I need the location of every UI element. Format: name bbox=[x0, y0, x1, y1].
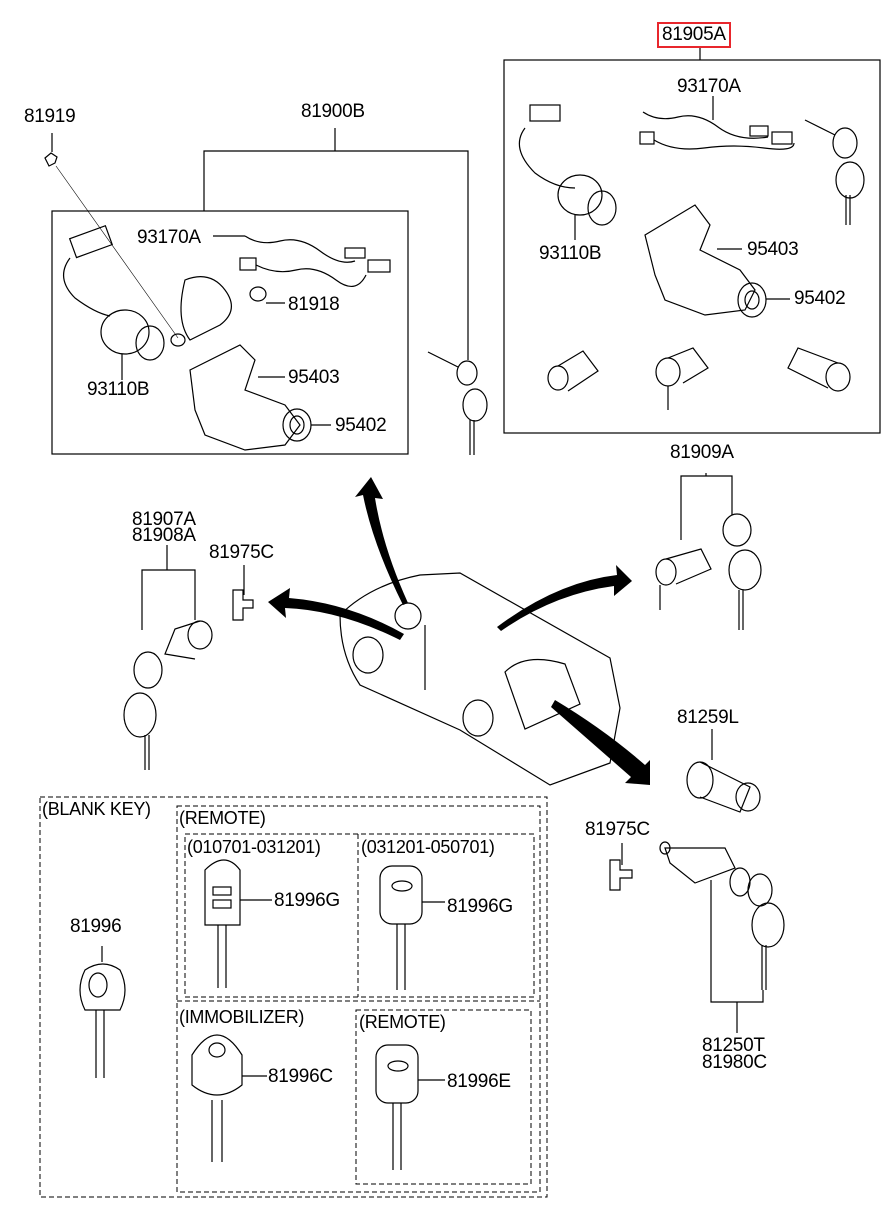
ignition-switch-93110B-icon-a bbox=[518, 104, 617, 240]
remote-key-81996E-icon bbox=[375, 1044, 445, 1170]
part-label-81975C-right[interactable]: 81975C bbox=[585, 819, 650, 840]
part-label-81909A[interactable]: 81909A bbox=[670, 442, 734, 463]
part-label-81980C[interactable]: 81980C bbox=[702, 1052, 767, 1073]
part-label-81259L[interactable]: 81259L bbox=[677, 707, 739, 728]
section-label-immobilizer: (IMMOBILIZER) bbox=[179, 1007, 305, 1027]
bracket-81918-icon bbox=[170, 276, 285, 347]
cap-81259L-icon bbox=[686, 729, 761, 813]
lock-81909A-icon bbox=[655, 473, 762, 630]
arrow-to-ignition-icon bbox=[355, 477, 408, 605]
part-label-81996G-2[interactable]: 81996G bbox=[447, 896, 513, 917]
wire-harness-93170A-icon-a bbox=[639, 96, 795, 150]
part-label-93170A-b[interactable]: 93170A bbox=[137, 227, 201, 248]
part-label-95403-a[interactable]: 95403 bbox=[747, 239, 799, 260]
section-label-period-1: (010701-031201) bbox=[187, 837, 321, 857]
remote-key-81996G-1-icon bbox=[204, 859, 272, 988]
ignition-switch-93110B-icon bbox=[63, 224, 165, 380]
arrow-to-door-lock-icon bbox=[268, 588, 404, 640]
part-label-81996C[interactable]: 81996C bbox=[268, 1066, 333, 1087]
section-label-remote-2: (REMOTE) bbox=[359, 1012, 446, 1032]
lock-body-95403-icon-a bbox=[644, 204, 790, 318]
arrow-to-81909A-icon bbox=[497, 565, 632, 631]
remote-key-81996G-2-icon bbox=[379, 865, 445, 990]
arrow-to-tailgate-lock-icon bbox=[551, 700, 650, 785]
clip-81975C-icon bbox=[232, 565, 254, 621]
part-label-81919[interactable]: 81919 bbox=[24, 106, 76, 127]
part-label-93110B-a[interactable]: 93110B bbox=[539, 243, 602, 264]
van-illustration bbox=[339, 572, 621, 786]
tailgate-lock-81250T-icon bbox=[659, 841, 785, 1033]
part-label-81908A[interactable]: 81908A bbox=[132, 525, 196, 546]
part-label-93170A-a[interactable]: 93170A bbox=[677, 76, 741, 97]
assembly-box-81900B bbox=[51, 128, 469, 455]
part-label-81996G-1[interactable]: 81996G bbox=[274, 890, 340, 911]
part-label-81907A[interactable]: 81907A bbox=[132, 509, 196, 530]
part-label-81250T[interactable]: 81250T bbox=[702, 1035, 765, 1056]
key-set-icon bbox=[427, 351, 488, 455]
section-label-remote: (REMOTE) bbox=[179, 808, 266, 828]
lock-body-95403-icon bbox=[189, 344, 331, 451]
key-section-frames bbox=[39, 796, 548, 1198]
part-label-81900B[interactable]: 81900B bbox=[301, 101, 365, 122]
part-label-81996E[interactable]: 81996E bbox=[447, 1071, 511, 1092]
key-set-icon-a bbox=[804, 119, 865, 225]
immobilizer-key-81996C-icon bbox=[191, 1034, 267, 1162]
section-label-blank-key: (BLANK KEY) bbox=[42, 799, 151, 819]
wire-harness-93170A-icon bbox=[213, 235, 391, 287]
part-label-81975C-left[interactable]: 81975C bbox=[209, 542, 274, 563]
part-label-95402-a[interactable]: 95402 bbox=[794, 288, 846, 309]
part-label-93110B-b[interactable]: 93110B bbox=[87, 379, 150, 400]
part-label-95403-b[interactable]: 95403 bbox=[288, 367, 340, 388]
clip-81975C-right-icon bbox=[609, 843, 633, 891]
arrows bbox=[268, 477, 650, 785]
bolt-81919-icon bbox=[44, 133, 179, 339]
blank-key-81996-icon bbox=[79, 946, 126, 1078]
part-label-81905A-highlighted[interactable]: 81905A bbox=[657, 22, 731, 48]
assembly-box-81905A bbox=[503, 48, 881, 434]
section-label-period-2: (031201-050701) bbox=[361, 837, 495, 857]
door-lock-81907A-icon bbox=[123, 545, 213, 770]
part-label-95402-b[interactable]: 95402 bbox=[335, 415, 387, 436]
part-label-81996[interactable]: 81996 bbox=[70, 916, 122, 937]
part-label-81918[interactable]: 81918 bbox=[288, 294, 340, 315]
door-lock-cylinders-icon bbox=[547, 347, 851, 410]
